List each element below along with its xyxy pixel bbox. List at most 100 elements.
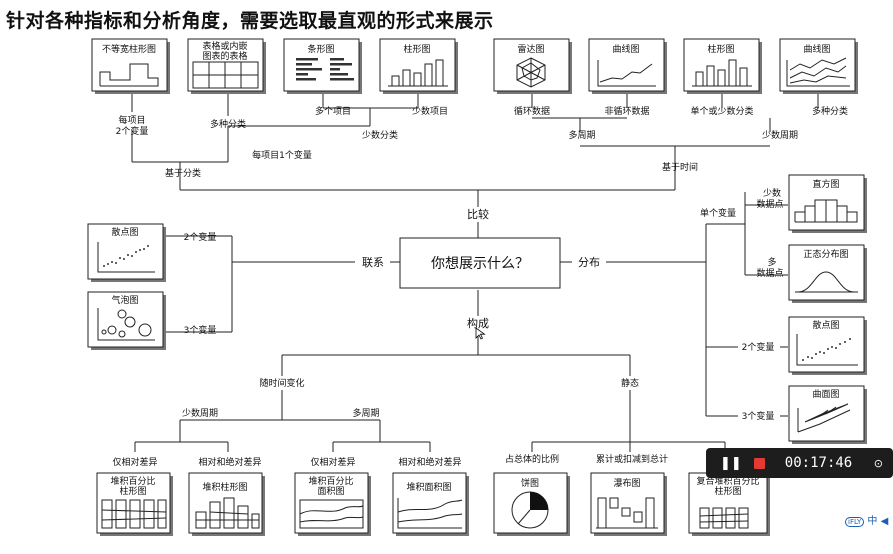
label-data-points: 数据点	[756, 267, 783, 279]
branch-compare: 比较	[467, 207, 489, 221]
label-few-category: 少数分类	[362, 129, 398, 141]
box-bar-chart: 条形图	[283, 38, 362, 94]
label-many: 多	[767, 256, 776, 268]
label-few: 少数	[763, 187, 781, 199]
chart-label: 气泡图	[111, 294, 138, 306]
top-chart-boxes: 不等宽柱形图 表格或内嵌 图表的表格 条形图 柱形图 雷达图	[91, 38, 858, 94]
label-three-var: 3个变量	[184, 324, 217, 336]
label-two-var: 2个变量	[742, 341, 775, 353]
chart-label: 堆积百分比	[110, 475, 155, 487]
box-surface-chart: 曲面图	[788, 385, 867, 444]
box-pie-chart: 饼图	[493, 472, 570, 536]
label-accumulate: 累计或扣减到总计	[596, 453, 668, 465]
box-stacked-column: 堆积柱形图	[188, 472, 265, 536]
ime-mode: 中 ◀	[867, 516, 889, 527]
label-relative-absolute: 相对和绝对差异	[398, 456, 461, 468]
box-stacked-area: 堆积面积图	[392, 472, 469, 536]
box-normal-distribution: 正态分布图	[788, 244, 867, 303]
chart-label: 堆积面积图	[406, 481, 451, 493]
box-line-chart-1: 曲线图	[588, 38, 667, 94]
stop-icon[interactable]	[753, 457, 765, 469]
label-few-periods: 少数周期	[182, 407, 218, 419]
label-static: 静态	[621, 377, 639, 389]
label-per-item: 每项目	[118, 114, 145, 126]
chart-label: 瀑布图	[613, 477, 640, 489]
label-few-items: 少数项目	[412, 105, 448, 117]
box-line-chart-2: 曲线图	[779, 38, 858, 94]
box-compound-stacked-pct-column: 复合堆积百分比 柱形图	[688, 472, 770, 536]
label-few-periods: 少数周期	[762, 129, 798, 141]
label-three-var: 3个变量	[742, 410, 775, 422]
mouse-cursor-icon	[475, 327, 486, 340]
chart-label: 曲面图	[812, 389, 839, 400]
chart-label: 面积图	[317, 485, 344, 497]
label-many-periods: 多周期	[568, 129, 595, 141]
chart-label: 堆积百分比	[308, 475, 353, 487]
relation-boxes: 散点图 气泡图 2个变量 3个变量	[87, 223, 217, 350]
chart-label: 柱形图	[403, 43, 430, 55]
branch-distribution: 分布	[578, 256, 600, 269]
chart-label: 曲线图	[612, 43, 639, 55]
label-many-periods: 多周期	[352, 407, 379, 419]
chart-label: 柱形图	[714, 485, 741, 497]
recorder-options-icon[interactable]: ⊙	[873, 456, 883, 470]
label-cyclic: 循环数据	[514, 105, 550, 117]
composition-boxes: 堆积百分比 柱形图 堆积柱形图 堆积百分比 面积图 堆积面积图	[96, 472, 770, 536]
chart-label: 柱形图	[119, 485, 146, 497]
page-heading: 针对各种指标和分析角度，需要选取最直观的形式来展示	[6, 10, 494, 32]
branch-relation: 联系	[362, 256, 384, 269]
label-relative-only: 仅相对差异	[310, 456, 355, 468]
chart-label: 散点图	[111, 226, 138, 238]
box-radar-chart: 雷达图	[493, 38, 572, 94]
label-over-time: 随时间变化	[259, 377, 304, 389]
box-column-chart-2: 柱形图	[683, 38, 762, 94]
pause-icon[interactable]: ❚❚	[720, 455, 742, 471]
composition-labels: 随时间变化 静态 少数周期 多周期 仅相对差异 相对和绝对差异 仅相对差异 相对…	[112, 377, 668, 468]
label-single-var: 单个变量	[700, 207, 736, 219]
chart-label: 条形图	[307, 43, 334, 55]
label-single-or-few: 单个或少数分类	[690, 105, 753, 117]
recording-timer: 00:17:46	[784, 455, 853, 471]
box-stacked-pct-area: 堆积百分比 面积图	[294, 472, 371, 536]
label-per-item-one-var: 每项目1个变量	[252, 149, 312, 161]
label-share-total: 占总体的比例	[505, 453, 559, 465]
screen-recorder-toolbar: ❚❚ 00:17:46 ⊙	[706, 448, 893, 478]
chart-label: 曲线图	[803, 43, 830, 55]
label-two-var: 2个变量	[116, 125, 149, 137]
label-relative-only: 仅相对差异	[112, 456, 157, 468]
chart-label: 饼图	[521, 477, 539, 489]
box-histogram: 直方图	[788, 174, 867, 233]
box-stacked-pct-column: 堆积百分比 柱形图	[96, 472, 173, 536]
chart-label: 散点图	[812, 319, 839, 331]
compare-labels: 每项目 2个变量 多种分类 多个项目 少数项目 少数分类 每项目1个变量 基于分…	[116, 105, 848, 179]
chart-label: 直方图	[812, 178, 839, 190]
label-multi-category-right: 多种分类	[812, 105, 848, 117]
center-node: 你想展示什么？	[399, 237, 561, 289]
label-by-time: 基于时间	[662, 161, 698, 173]
label-relative-absolute: 相对和绝对差异	[198, 456, 261, 468]
label-two-var: 2个变量	[184, 231, 217, 243]
chart-label: 复合堆积百分比	[696, 475, 759, 487]
label-by-category: 基于分类	[165, 167, 201, 179]
box-waterfall-chart: 瀑布图	[590, 472, 667, 536]
box-table-embedded: 表格或内嵌 图表的表格	[187, 38, 266, 94]
chart-label: 不等宽柱形图	[102, 43, 156, 55]
label-many-items: 多个项目	[315, 105, 351, 117]
box-variable-width-column: 不等宽柱形图	[91, 38, 170, 94]
label-non-cyclic: 非循环数据	[604, 105, 649, 117]
input-method-indicator[interactable]: iFLY 中 ◀	[845, 512, 888, 527]
chart-label: 表格或内嵌	[202, 40, 247, 52]
box-bubble-chart: 气泡图	[87, 291, 166, 350]
center-question: 你想展示什么？	[431, 256, 529, 272]
chart-label: 柱形图	[707, 43, 734, 55]
box-scatter-distribution: 散点图	[788, 316, 867, 375]
chart-label: 堆积柱形图	[202, 481, 247, 493]
distribution-boxes: 单个变量 少数 数据点 多 数据点 2个变量 3个变量 直方图 正态分布图 散点…	[700, 174, 867, 444]
label-multi-category: 多种分类	[210, 118, 246, 130]
chart-label: 正态分布图	[803, 248, 848, 260]
ime-logo-icon: iFLY	[845, 517, 865, 527]
branch-composition: 构成	[467, 316, 489, 330]
box-column-chart-1: 柱形图	[379, 38, 458, 94]
chart-label: 雷达图	[517, 43, 544, 55]
